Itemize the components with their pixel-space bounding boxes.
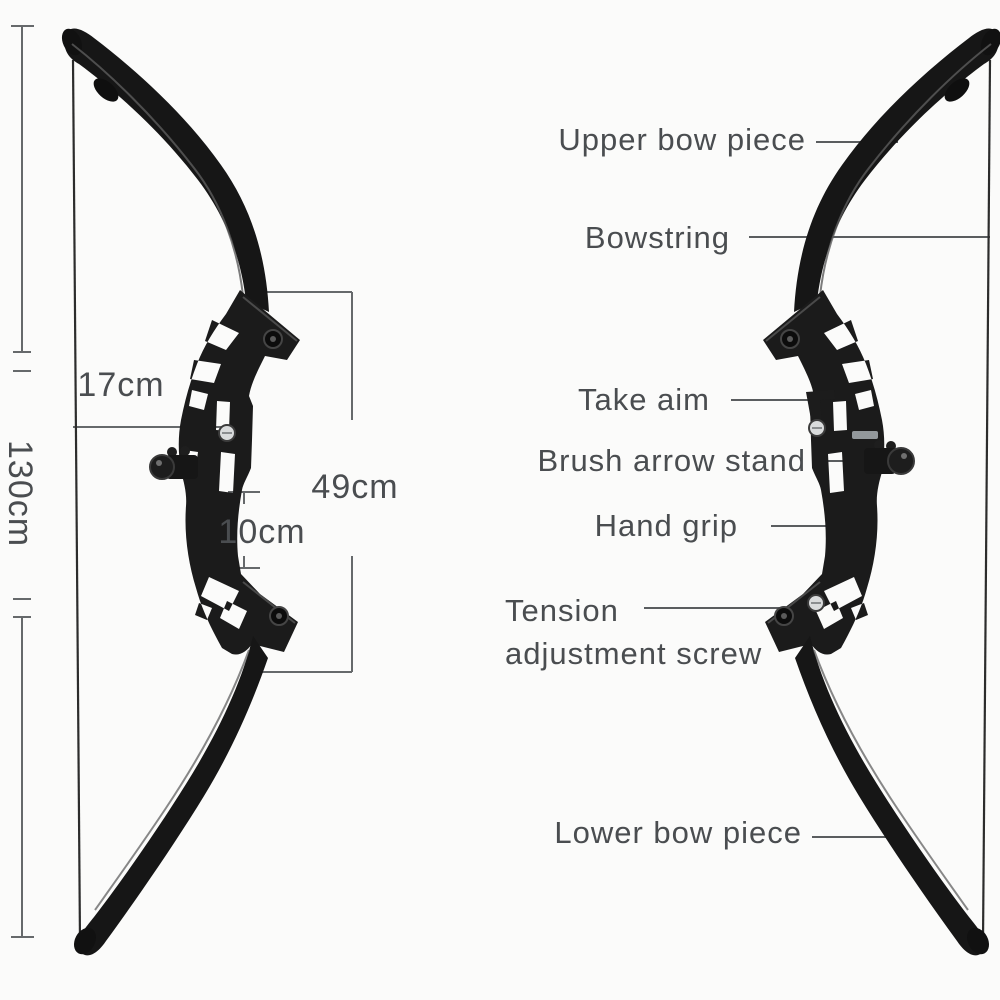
right-brush-arrow-stand [864,440,915,475]
dimension-17cm: 17cm [77,366,165,404]
right-bow [761,24,1000,960]
dimension-130cm: 130cm [1,440,39,548]
tension-label-line2: adjustment screw [505,636,763,671]
riser-logo [852,431,878,439]
label-brush-arrow-stand: Brush arrow stand [537,443,806,478]
dimension-lines [11,25,353,938]
right-tension-screw [807,594,825,612]
dimension-49cm: 49cm [311,468,399,506]
right-sight-bracket [806,390,835,437]
label-tension-adjustment-screw: Tension adjustment screw [505,589,825,675]
label-bowstring: Bowstring [584,220,730,255]
label-upper-bow-piece: Upper bow piece [558,122,806,157]
dimension-10cm: 10cm [218,513,306,551]
dimension-49cm-line [258,291,353,673]
left-brush-arrow-rest [149,446,198,480]
dimension-130cm-line [11,25,34,938]
label-take-aim: Take aim [577,382,710,417]
left-bow [56,24,302,960]
label-lower-bow-piece: Lower bow piece [554,815,802,850]
label-hand-grip: Hand grip [594,508,738,543]
tension-label-line1: Tension [505,593,619,628]
